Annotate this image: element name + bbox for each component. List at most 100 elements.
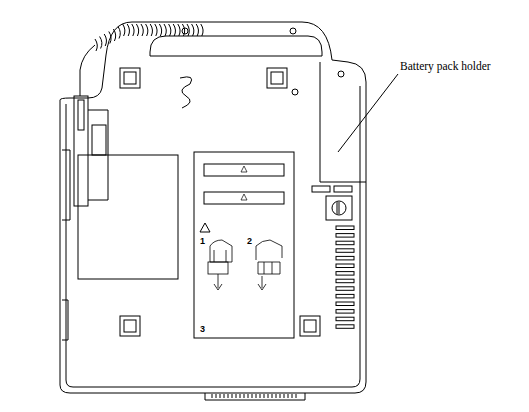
step-number: 1 [200,237,205,246]
screw [338,71,344,77]
battery-pictogram [208,240,282,290]
vent-tick [260,394,261,398]
coil-turn [150,24,152,36]
coil-turn [141,24,143,36]
vent-slot [336,264,354,268]
handle-opening [150,36,322,56]
vent-tick [280,394,281,398]
coil-turn [187,24,189,36]
vent-tick [212,394,213,398]
vent-tick [284,394,285,398]
coil-turn [164,24,166,36]
coil-turn [169,24,171,36]
warning-triangle [241,166,247,172]
coil-turn [159,24,161,36]
warning-strip [204,192,284,204]
part-label: Battery pack holder [400,61,491,73]
vent-tick [272,394,273,398]
vent-slot [336,287,354,291]
vent-slots [336,226,354,328]
vent-tick [240,394,241,398]
coil-turn [178,24,180,36]
holder-slot [312,186,330,192]
coil-turn [109,32,111,44]
warning-triangle [200,223,210,232]
coil-turn [123,24,125,36]
housing-inner-edge [66,86,360,387]
side-groove [62,150,70,220]
vent-slot [336,294,354,298]
vent-tick [296,394,297,398]
coil-turn [155,24,157,36]
vent-slot [336,272,354,276]
coil-turn [104,34,106,46]
vent-slot [336,310,354,314]
vent-tick [256,394,257,398]
warning-triangle [241,194,247,200]
screw [292,89,298,95]
coil-turn [132,24,134,36]
coil-turn [201,24,203,36]
coil-turn [118,27,120,39]
vent-slot [336,317,354,321]
vent-tick [216,394,217,398]
cord-coil-handle [180,77,192,108]
vent-tick [228,394,229,398]
vent-slot [336,234,354,238]
step-number: 2 [247,237,252,246]
side-groove [62,300,68,340]
battery-pack-holder [320,62,366,182]
vent-slot [336,226,354,230]
bottom-vents [212,394,296,398]
rubber-foot [120,68,140,88]
vent-slot [336,325,354,329]
vent-slot [336,302,354,306]
coil-turn [173,24,175,36]
rubber-foot [300,316,320,336]
leader-line [338,74,398,152]
rubber-foot [120,316,140,336]
vent-slot [336,241,354,245]
coil-turn [95,39,97,51]
housing-outline [60,22,366,393]
vent-slot [336,279,354,283]
vent-tick [268,394,269,398]
vent-tick [244,394,245,398]
latch-knob-slot [337,202,339,214]
connector-block [92,125,106,155]
coil-turn [196,24,198,36]
vent-slot [336,256,354,260]
coil-turn [100,37,102,49]
cord-clamp [78,100,84,130]
coil-turn [127,24,129,36]
cord [80,45,95,96]
coil-turn [136,24,138,36]
vent-tick [288,394,289,398]
vent-tick [224,394,225,398]
vent-tick [276,394,277,398]
vent-slot [336,249,354,253]
vent-tick [236,394,237,398]
step-number: 3 [200,325,205,334]
coil-turn [182,24,184,36]
label-plate [194,152,294,338]
warning-strip [204,164,284,176]
cord-coils [95,24,203,51]
latch-knob [332,201,346,215]
rubber-foot [267,68,287,88]
cord-clamp [74,96,88,206]
coil-turn [192,24,194,36]
holder-slot [334,186,352,192]
bottom-recess [205,393,305,400]
vent-tick [232,394,233,398]
vent-tick [264,394,265,398]
vent-tick [248,394,249,398]
vent-tick [220,394,221,398]
holder-latch [326,196,352,220]
coil-turn [113,29,115,41]
screw [290,28,296,34]
vent-tick [252,394,253,398]
vent-tick [292,394,293,398]
module-panel [78,155,178,279]
coil-turn [146,24,148,36]
